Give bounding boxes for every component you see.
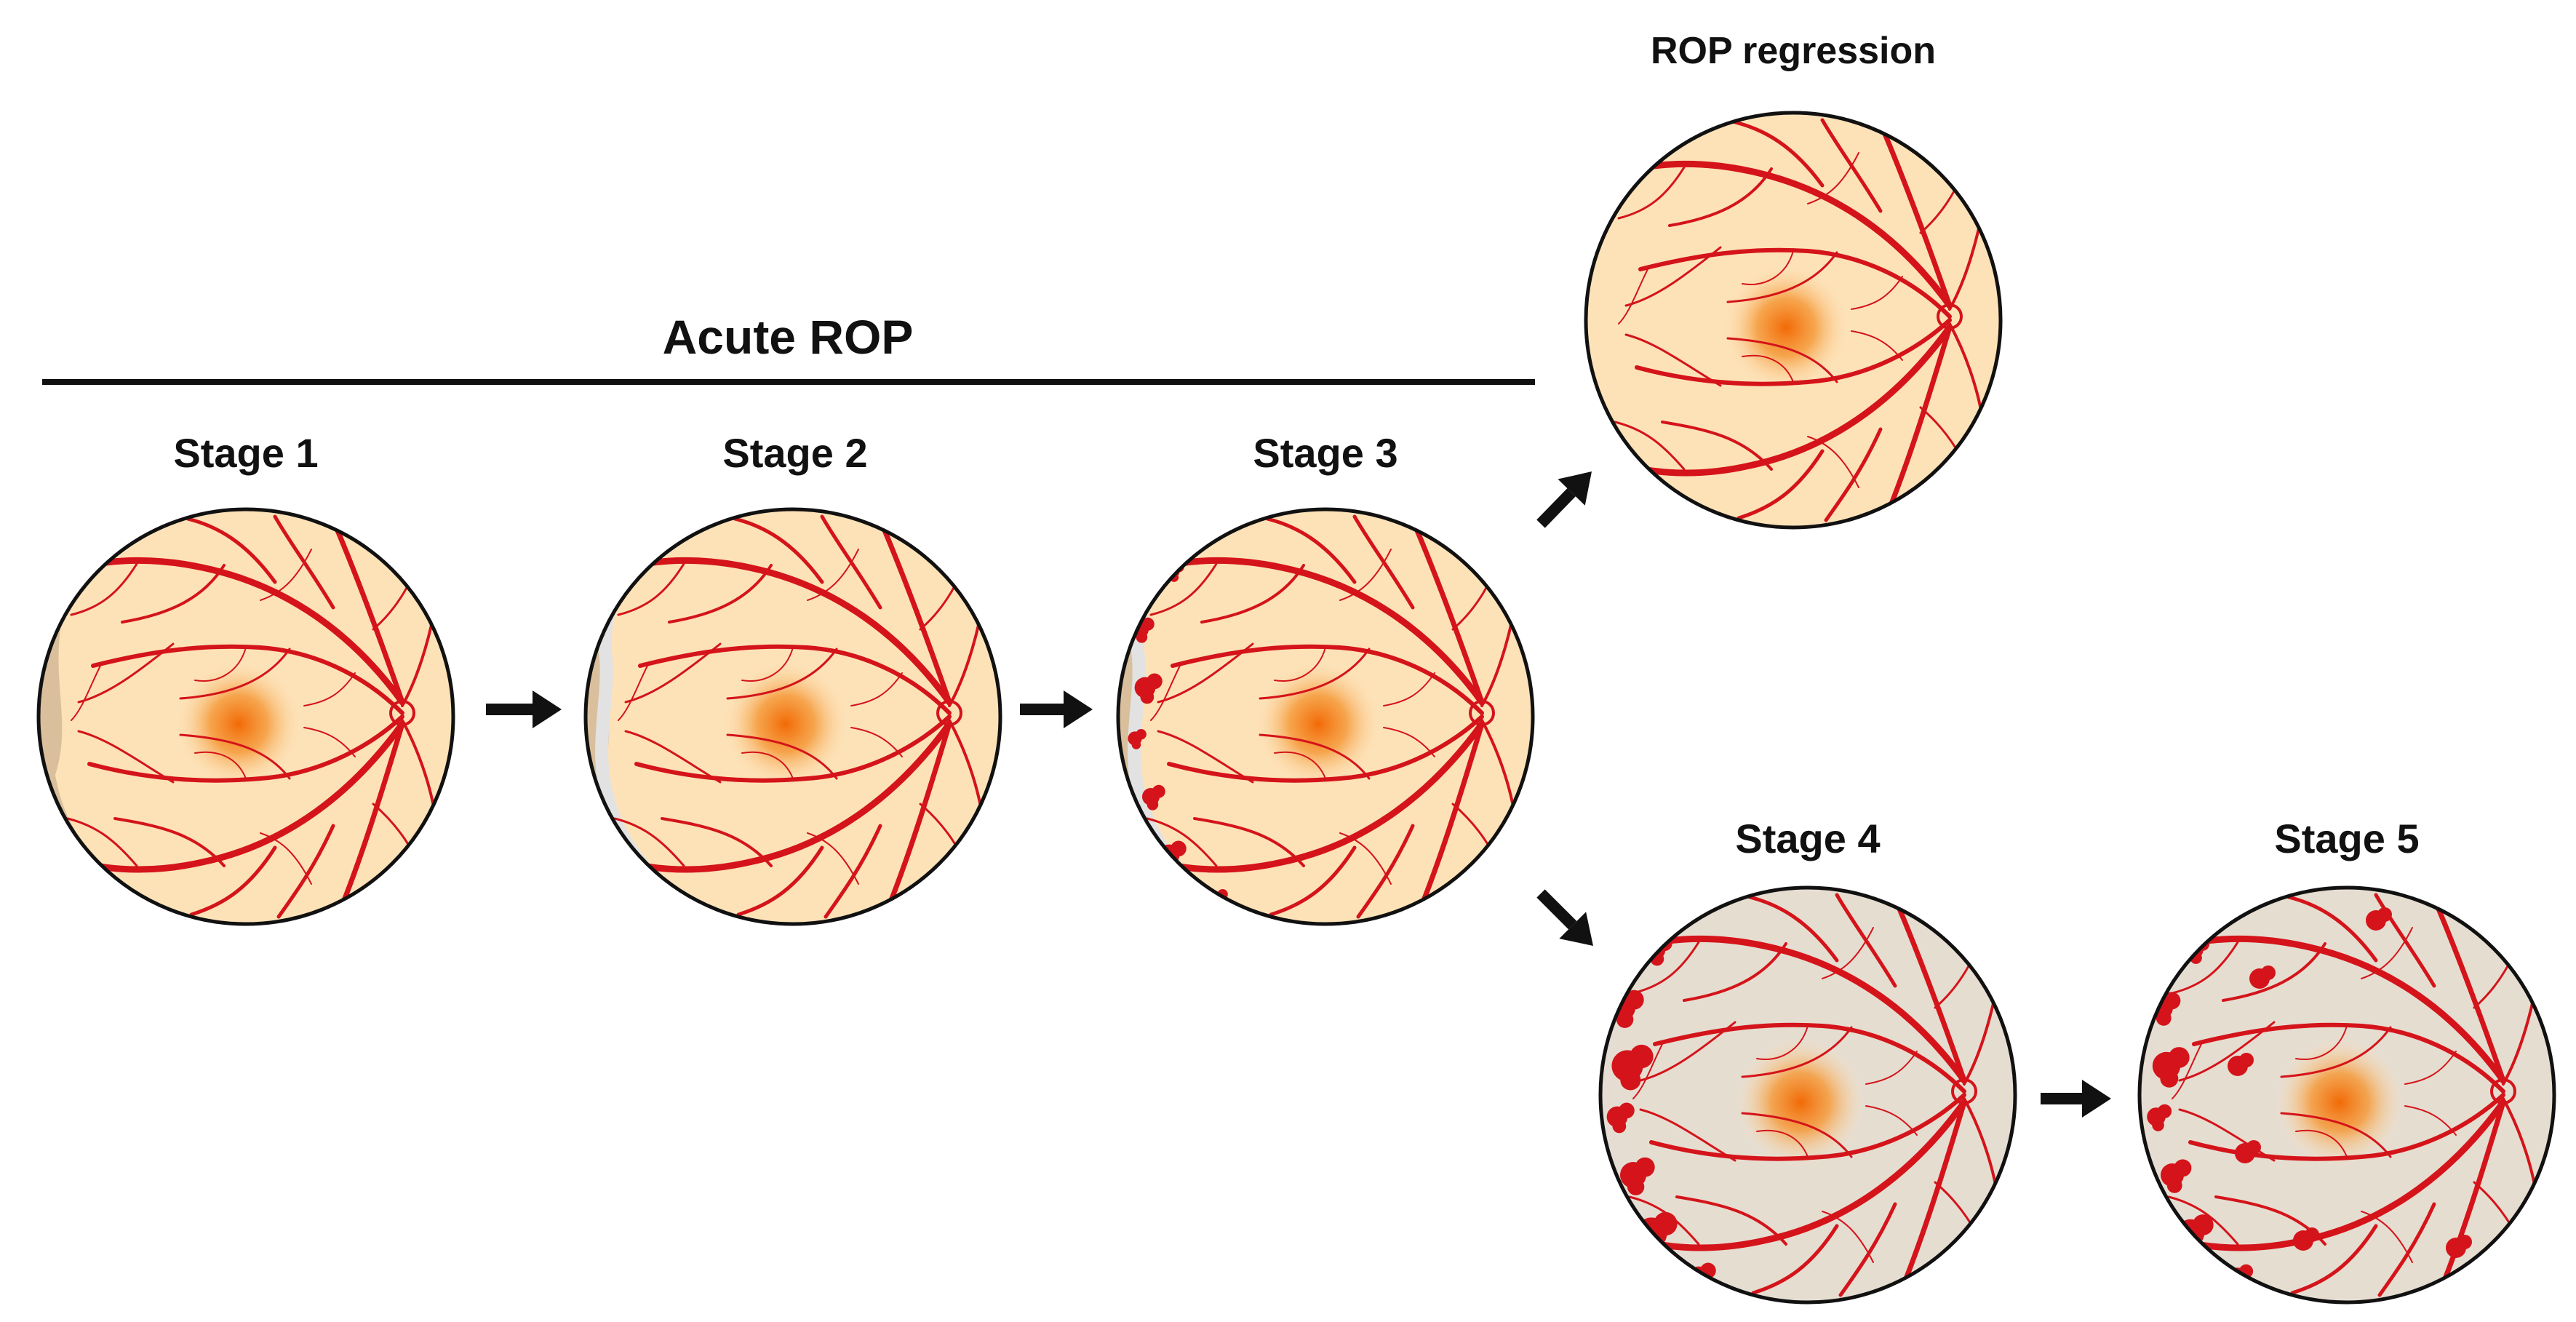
stage-2-label: Stage 2 <box>722 430 868 476</box>
arrow-stage3-to-regression <box>1536 471 1592 528</box>
stage-5-retina <box>2137 885 2556 1305</box>
stage-4-retina <box>1598 885 2017 1305</box>
arrow-stage1-to-stage2 <box>486 690 562 728</box>
rop-regression-retina <box>1584 111 2003 530</box>
acute-rop-heading: Acute ROP <box>662 310 914 364</box>
stage-5-label: Stage 5 <box>2274 816 2420 861</box>
stage-1-retina <box>36 507 455 926</box>
arrow-stage3-to-stage4 <box>1536 889 1593 946</box>
stage-2-retina <box>583 507 1002 926</box>
stage-1-label: Stage 1 <box>173 430 319 476</box>
rop-regression-label: ROP regression <box>1650 30 1937 72</box>
arrow-stage4-to-stage5 <box>2041 1080 2111 1118</box>
stage-3-retina <box>1116 507 1535 926</box>
arrow-stage2-to-stage3 <box>1020 690 1093 728</box>
stage-3-label: Stage 3 <box>1253 430 1398 476</box>
stage-4-label: Stage 4 <box>1735 816 1881 861</box>
